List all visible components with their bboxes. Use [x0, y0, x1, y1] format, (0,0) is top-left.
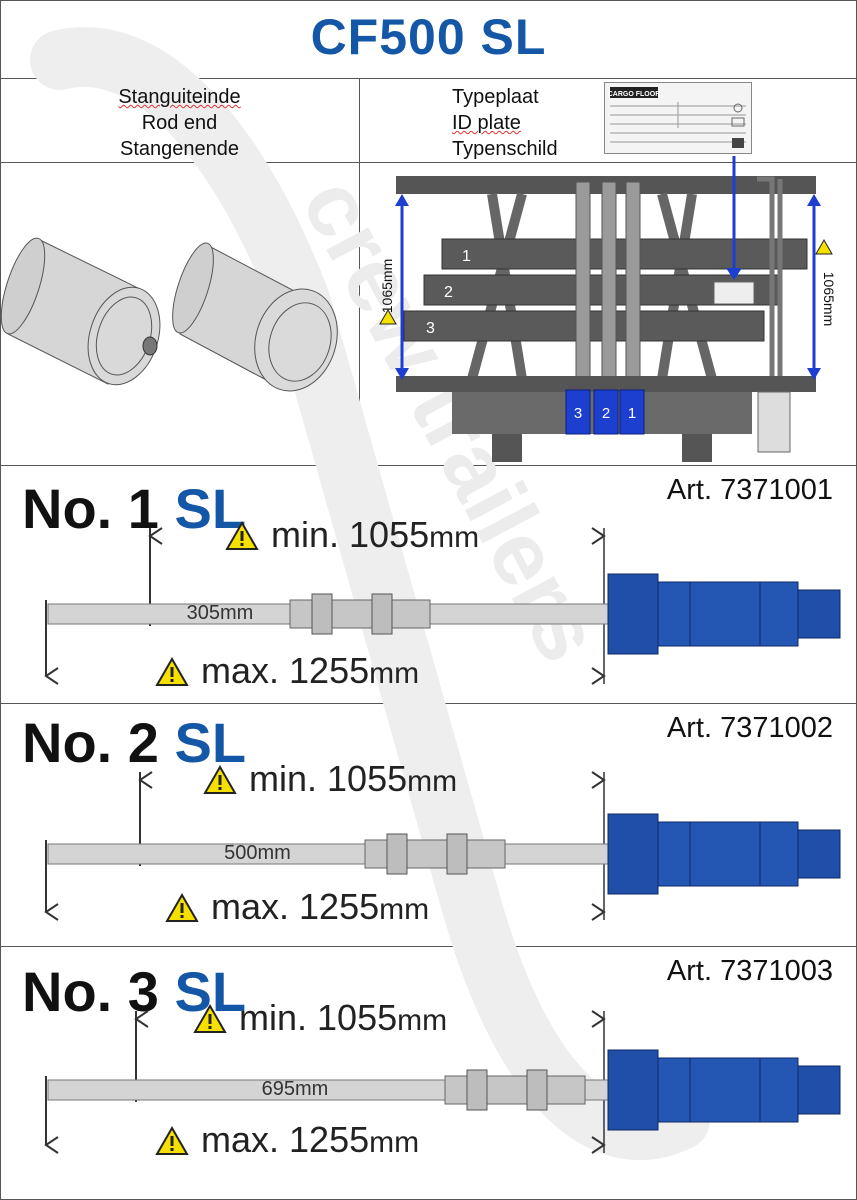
article-number: Art. 7371002	[666, 712, 833, 744]
id-plate-label: Typeplaat ID plate Typenschild	[452, 84, 558, 162]
min-unit: mm	[429, 521, 480, 554]
sl-label: SL	[174, 711, 247, 774]
cylinder-label-1: 1	[628, 405, 636, 422]
id-plate-image: CARGO FLOOR	[604, 82, 752, 154]
max-unit: mm	[379, 893, 430, 926]
max-value: 1255	[289, 650, 370, 691]
id-plate-label-de: Typenschild	[452, 138, 558, 160]
max-length: max. 1255mm	[155, 650, 419, 692]
cylinder-number: No. 2 SL	[22, 710, 246, 775]
min-value: 1055	[317, 997, 398, 1038]
max-unit: mm	[369, 1126, 420, 1159]
min-prefix: min.	[271, 514, 340, 555]
beam-label-3: 3	[426, 320, 435, 337]
cylinder-drawing	[44, 527, 841, 685]
divider	[0, 78, 857, 79]
rod-end-label-de: Stangenende	[119, 138, 239, 160]
sl-label: SL	[174, 477, 247, 540]
min-length: min. 1055mm	[225, 514, 479, 556]
min-length: min. 1055mm	[193, 997, 447, 1039]
cylinder-section-3: No. 3 SL Art. 7371003 min. 1055mm	[0, 947, 857, 1198]
rod-end-label-en: Rod end	[141, 112, 218, 134]
rod-end-length: 500mm	[224, 842, 291, 864]
id-plate-label-en: ID plate	[452, 112, 521, 134]
page-title: CF500 SL	[310, 9, 547, 65]
rod-end-length: 305mm	[186, 602, 254, 624]
min-unit: mm	[407, 765, 458, 798]
min-prefix: min.	[239, 997, 308, 1038]
divider	[0, 465, 857, 466]
cylinder-drawing	[44, 771, 841, 921]
divider	[0, 162, 857, 163]
min-unit: mm	[397, 1004, 448, 1037]
article-number: Art. 7371001	[666, 474, 833, 506]
cylinder-number: No. 1 SL	[22, 476, 246, 541]
max-value: 1255	[299, 886, 380, 927]
rod-end-label: Stanguiteinde Rod end Stangenende	[0, 84, 359, 162]
cylinder-section-2: No. 2 SL Art. 7371002 min. 1055mm	[0, 704, 857, 945]
beam-label-1: 1	[462, 248, 471, 265]
min-value: 1055	[349, 514, 430, 555]
cylinder-drawing	[44, 1010, 841, 1154]
max-prefix: max.	[201, 1119, 280, 1160]
min-prefix: min.	[249, 758, 318, 799]
max-prefix: max.	[211, 886, 290, 927]
cylinder-label-2: 2	[602, 405, 610, 422]
min-length: min. 1055mm	[203, 758, 457, 800]
max-length: max. 1255mm	[155, 1119, 419, 1161]
max-prefix: max.	[201, 650, 280, 691]
beam-label-2: 2	[444, 284, 453, 301]
cylinder-number-text: No. 1	[22, 477, 159, 540]
article-number: Art. 7371003	[666, 955, 833, 987]
cylinder-label-3: 3	[574, 405, 582, 422]
rod-end-drawing	[0, 237, 338, 392]
max-unit: mm	[369, 657, 420, 690]
min-value: 1055	[327, 758, 408, 799]
rod-end-label-nl: Stanguiteinde	[118, 86, 241, 108]
max-length: max. 1255mm	[165, 886, 429, 928]
height-label-left: 1065mm	[379, 259, 395, 313]
max-value: 1255	[289, 1119, 370, 1160]
divider	[0, 946, 857, 947]
cylinder-section-1: No. 1 SL Art. 7371001 min. 1055mm	[0, 466, 857, 702]
rod-end-length: 695mm	[261, 1078, 329, 1100]
height-label-right: 1065mm	[821, 272, 837, 326]
id-plate-brand: CARGO FLOOR	[608, 91, 661, 98]
divider	[359, 78, 360, 465]
frame-diagram: 1 2 3 3 2 1 1065mm 1065mm	[379, 156, 837, 462]
id-plate-label-nl: Typeplaat	[452, 86, 539, 108]
cylinder-number-text: No. 2	[22, 711, 159, 774]
